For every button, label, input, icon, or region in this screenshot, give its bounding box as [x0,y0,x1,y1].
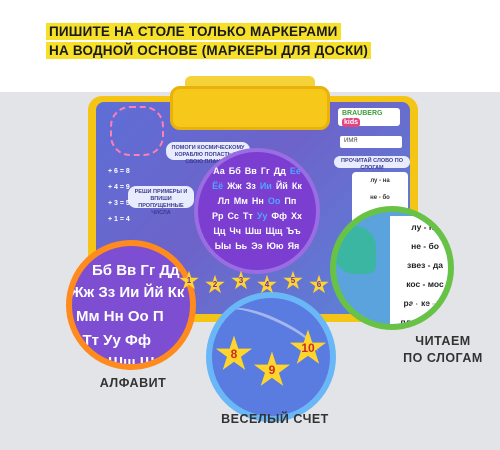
headline: ПИШИТЕ НА СТОЛЕ ТОЛЬКО МАРКЕРАМИ НА ВОДН… [46,22,466,60]
alphabet-letter: Чч [229,226,241,236]
zoom-syllables-panel: лу - на не - бо звез - да кос - мос ра - ке … [390,216,450,327]
count-star: 9 [253,354,291,386]
number-star: 6 [309,276,329,293]
zoom-syllable: кос - мос [406,279,444,289]
alphabet-letter: Шш [244,226,262,236]
alphabet-letter: Вв [244,166,257,176]
count-star-number: 10 [301,341,315,355]
zoom-alpha-row: с Тт Уу Фф [70,332,151,349]
number-star: 2 [205,276,225,293]
zoom-alpha-row: Жж Зз Ии Йй Кк [70,284,185,301]
zoom-syllable: до - ла - ко [411,298,454,308]
alphabet-letter: Дд [273,166,286,176]
zoom-syllable: спут - ник [413,274,454,284]
brand-sub: kids [342,118,361,127]
number-star-label: 6 [316,280,322,289]
alphabet-letter: Тт [242,211,253,221]
math-task: РЕШИ ПРИМЕРЫ И ВПИШИ ПРОПУЩЕННЫЕ ЧИСЛА [128,186,194,216]
zoom-syllable: ра - ке - та [403,298,447,308]
alphabet-letter: Йй [275,181,288,191]
alphabet-letter: Фф [271,211,287,221]
number-star-label: 4 [264,280,270,289]
zoom-alpha-row: Мм Нн Оо П [76,308,164,325]
number-star: 3 [231,272,251,289]
math-example: + 6 = 8 [108,168,130,175]
alphabet-letter: Ее [289,166,301,176]
count-star: 10 [289,332,327,364]
dinosaur-picture [336,226,376,274]
alphabet-letter: Мм [233,196,248,206]
read-task: ПРОЧИТАЙ СЛОВО ПО СЛОГАМ [334,156,410,171]
alphabet-letter: Аа [213,166,225,176]
counting-zoom-circle: 8 9 10 [206,292,336,422]
caption-counting: ВЕСЕЛЫЙ СЧЕТ [221,412,329,426]
count-star: 8 [215,338,253,370]
alphabet-letter: Яя [287,241,300,251]
caption-reading-line-1: ЧИТАЕМ [415,334,471,348]
alphabet-zoom-circle: Бб Вв Гг Дд Жж Зз Ии Йй Кк Мм Нн Оо П с … [66,240,196,370]
brand-logo: BRAUBERG kids [338,108,400,127]
alphabet-letter: Кк [291,181,302,191]
caption-alphabet: АЛФАВИТ [99,376,167,390]
number-star: 1 [179,272,199,289]
alphabet-letter: Ээ [251,241,263,251]
headline-line-2: НА ВОДНОЙ ОСНОВЕ (МАРКЕРЫ ДЛЯ ДОСКИ) [46,42,372,59]
alphabet-letter: Ьь [235,241,248,251]
caption-reading-line-2: ПО СЛОГАМ [403,351,483,365]
headline-line-1: ПИШИТЕ НА СТОЛЕ ТОЛЬКО МАРКЕРАМИ [46,23,341,40]
math-example: + 3 = 5 [108,200,130,207]
brand-name: BRAUBERG [342,110,383,117]
zoom-alpha-row: Бб Вв Гг Дд [92,262,180,279]
zoom-syllable: не - бо [411,241,439,251]
alphabet-letter: Сс [227,211,239,221]
maze-drawing [110,106,164,156]
alphabet-letter: Уу [256,211,268,221]
alphabet-letter: Ии [259,181,272,191]
alphabet-letter: Рр [212,211,224,221]
number-star-label: 2 [212,280,218,289]
zoom-alpha-row: Шш Щщ [108,354,168,370]
alphabet-letter: Юю [266,241,284,251]
number-star-label: 5 [290,276,296,285]
number-star-label: 1 [186,276,192,285]
syllable-word: не - бо [370,195,390,201]
alphabet-letter: Пп [284,196,297,206]
alphabet-letter: Бб [228,166,241,176]
alphabet-letter: Оо [267,196,281,206]
alphabet-letter: Лл [217,196,230,206]
alphabet-letter: Зз [245,181,256,191]
alphabet-letter: Жж [227,181,242,191]
reading-zoom-circle: лу - на не - бо звез - да кос - мос ра - ке … [330,206,454,330]
count-star-number: 8 [230,347,238,361]
alphabet-letter: Щщ [265,226,283,236]
caption-reading: ЧИТАЕМ ПО СЛОГАМ [398,333,488,367]
alphabet-letter: Ыы [214,241,232,251]
count-star-number: 9 [268,363,276,377]
number-star-label: 3 [238,276,244,285]
alphabet-letter: Гг [260,166,270,176]
alphabet-letter: Ёё [212,181,224,191]
math-example: + 1 = 4 [108,216,130,223]
zoom-syllable: лу - на [411,222,439,232]
number-star: 4 [257,276,277,293]
board-handle [170,86,330,130]
alphabet-letter: Нн [251,196,264,206]
alphabet-letter: Цц [213,226,226,236]
alphabet-letter: Хх [290,211,302,221]
zoom-syllable: пла - не - та [400,317,450,327]
number-star: 5 [283,272,303,289]
alphabet-letter: Ъъ [286,226,301,236]
math-example: + 4 = 9 [108,184,130,191]
zoom-syllable: звез - да [407,260,443,270]
syllable-word: лу - на [370,178,390,184]
name-field: ИМЯ [340,136,402,148]
